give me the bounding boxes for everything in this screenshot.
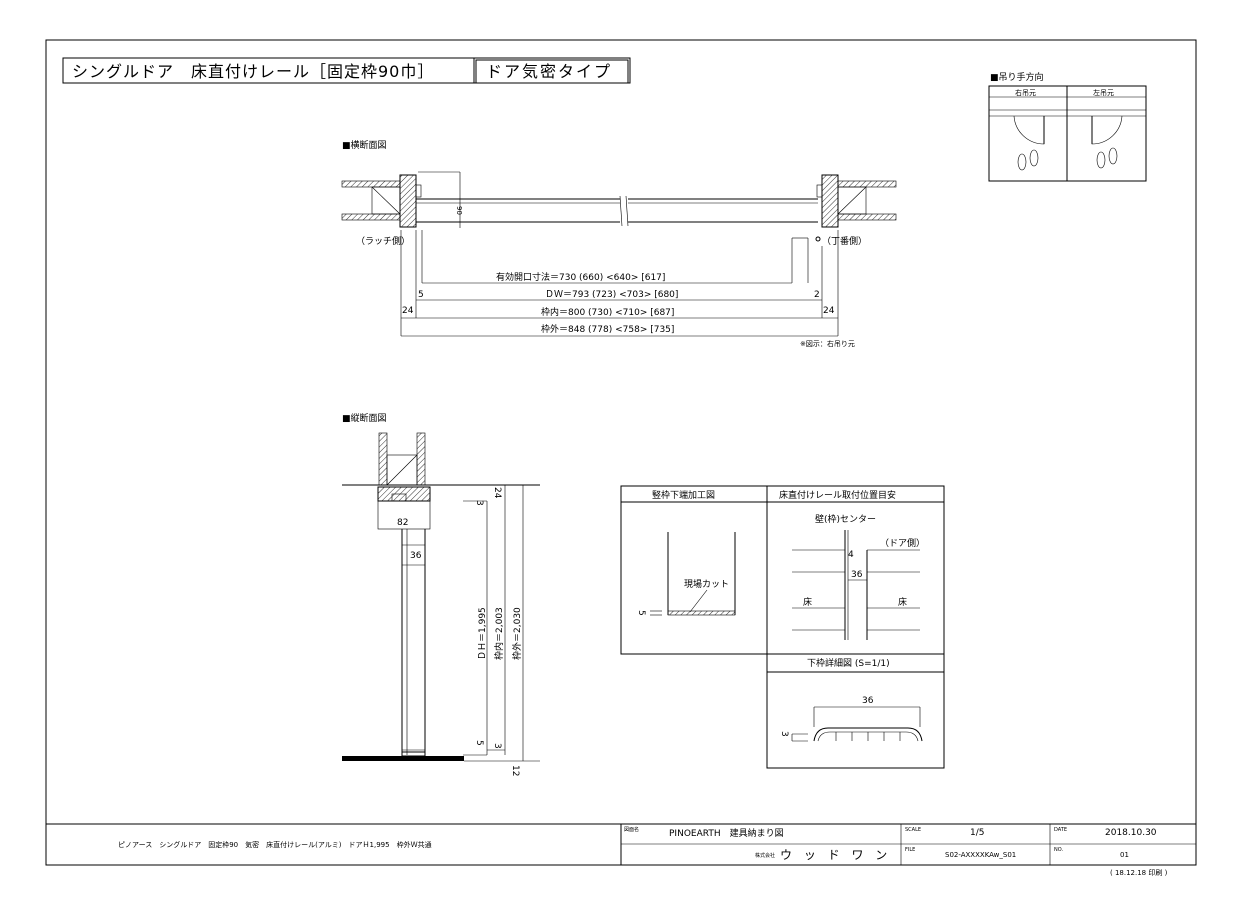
title-type: ドア気密タイプ [486,62,612,81]
site-cut-label: 現場カット [684,578,729,590]
detail-bottom-heading: 下枠詳細図 (S=1/1) [807,657,890,669]
dim-num-5: 5 [418,290,424,300]
vertical-num-3-bottom: 3 [492,743,502,749]
hanging-direction: ■吊り手方向 右吊元 左吊元 [988,71,1147,182]
vertical-num-24: 24 [492,487,502,499]
vertical-section: ■縦断面図 82 36 24 3 ＤＨ＝1,995 枠内＝2 [342,412,540,776]
vertical-num-36: 36 [410,551,422,561]
file-value: S02-AXXXXKAw_S01 [945,851,1016,859]
company-label: 株式会社 [755,852,775,859]
horizontal-thickness-label: 90 [455,206,463,215]
date-value: 2018.10.30 [1105,828,1157,838]
door-side-label: （ドア側） [880,537,925,549]
rail-num-4: 4 [848,550,854,560]
date-label: DATE [1054,827,1067,833]
dim-num-24-right: 24 [823,306,835,316]
company-value: ウ ッ ド ワ ン [780,848,891,862]
dwg-value: PINOEARTH 建具納まり図 [669,827,784,839]
drawing-description: ピノアース シングルドア 固定枠90 気密 床直付けレール(アルミ) ドアＨ1,… [118,840,432,849]
floor-left-label: 床 [803,596,812,608]
detail-stile-num-5: 5 [636,610,646,616]
vertical-heading: ■縦断面図 [342,412,387,424]
print-note: ( 18.12.18 印刷 ) [1110,869,1168,877]
scale-value: 1/5 [970,828,984,838]
title-main: シングルドア 床直付けレール［固定枠90巾］ [72,62,434,81]
floor-right-label: 床 [898,596,907,608]
vertical-num-3-top: 3 [474,500,484,506]
hanging-right-label: 右吊元 [1015,88,1036,97]
title-block: ピノアース シングルドア 固定枠90 気密 床直付けレール(アルミ) ドアＨ1,… [46,823,1196,877]
dim-effective-opening: 有効開口寸法＝730 (660) <640> [617] [496,271,665,283]
detail-stile-heading: 竪枠下端加工図 [652,489,715,501]
latch-side-label: （ラッチ側） [356,235,410,247]
detail-rail-position: 床直付けレール取付位置目安 壁(枠)センター （ドア側） 4 36 床 床 [766,485,945,655]
hinge-marker-icon [815,236,821,242]
file-label: FILE [905,847,915,853]
title-box: シングルドア 床直付けレール［固定枠90巾］ ドア気密タイプ [62,57,631,84]
dim-frame-outer-height: 枠外＝2,030 [511,607,523,660]
scale-label: SCALE [905,827,921,833]
horizontal-heading: ■横断面図 [342,139,387,151]
dim-door-width: ＤＷ＝793 (723) <703> [680] [545,290,678,300]
hinge-side-label: （丁番側） [822,235,867,247]
vertical-num-12: 12 [510,765,520,776]
dim-door-height: ＤＨ＝1,995 [478,607,488,660]
dim-num-24-left: 24 [402,306,414,316]
detail-bottom-frame: 下枠詳細図 (S=1/1) 36 3 [766,653,945,769]
no-value: 01 [1120,851,1129,859]
wall-center-label: 壁(枠)センター [815,513,876,525]
dwg-label: 図面名 [624,826,639,833]
horizontal-note: ※図示：右吊り元 [800,339,855,348]
hanging-heading: ■吊り手方向 [990,71,1044,83]
dim-frame-inner-height: 枠内＝2,003 [493,607,505,660]
dim-frame-inner: 枠内＝800 (730) <710> [687] [541,306,674,318]
detail-stile-bottom: 竪枠下端加工図 5 現場カット [620,485,768,655]
dim-frame-outer: 枠外＝848 (778) <758> [735] [541,323,674,335]
no-label: NO. [1054,847,1063,853]
vertical-num-82: 82 [397,518,408,528]
vertical-num-5: 5 [474,740,484,746]
hanging-left-label: 左吊元 [1093,88,1114,97]
rail-num-36: 36 [851,570,863,580]
sheet-border [45,39,1197,866]
detail-rail-heading: 床直付けレール取付位置目安 [779,489,896,501]
bottom-num-36: 36 [862,696,874,706]
horizontal-section: ■横断面図 90 （ラッチ側） （丁番側） [341,139,897,348]
dim-num-2: 2 [814,290,820,300]
bottom-num-3: 3 [779,731,789,737]
